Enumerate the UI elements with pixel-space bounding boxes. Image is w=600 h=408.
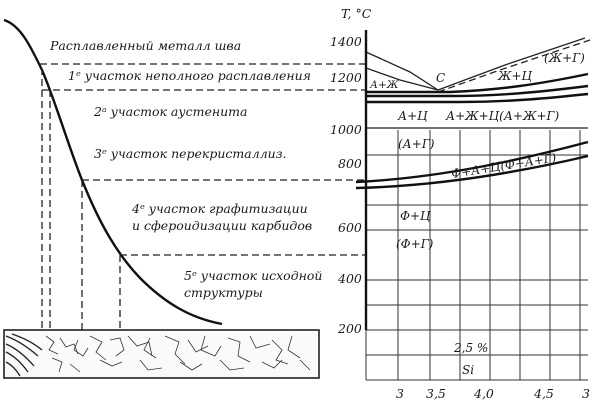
x-tick-3-end: 3 bbox=[582, 386, 590, 401]
eutectic-solid-line bbox=[366, 92, 589, 104]
eutectoid-upper bbox=[355, 140, 589, 184]
label-zone5-line1: 5ᵉ участок исходной bbox=[184, 268, 322, 283]
field-c-point: С bbox=[436, 71, 445, 85]
label-zone5-line2: структуры bbox=[184, 285, 263, 300]
grain-texture bbox=[45, 335, 311, 373]
x-tick-4-0: 4,0 bbox=[473, 386, 494, 401]
field-l-g: (Ж+Г) bbox=[544, 51, 585, 65]
base-metal-strip bbox=[3, 329, 320, 379]
y-tick-200: 200 bbox=[337, 321, 362, 336]
solidus-left bbox=[365, 67, 439, 91]
phase-grid bbox=[365, 30, 588, 381]
y-tick-400: 400 bbox=[337, 271, 362, 286]
y-tick-600: 600 bbox=[338, 220, 362, 235]
y-tick-1400: 1400 bbox=[330, 34, 362, 49]
y-tick-1200: 1200 bbox=[330, 70, 362, 85]
x-tick-3: 3 bbox=[396, 386, 404, 401]
field-a-c: А+Ц bbox=[397, 109, 428, 123]
field-f-g: (Ф+Г) bbox=[396, 237, 434, 251]
field-a-l: А+Ж bbox=[369, 79, 400, 91]
y-tick-800: 800 bbox=[338, 156, 362, 171]
fusion-texture bbox=[5, 333, 43, 377]
field-f-c: Ф+Ц bbox=[400, 209, 431, 223]
y-tick-1000: 1000 bbox=[330, 122, 362, 137]
x-tick-4-5: 4,5 bbox=[533, 386, 554, 401]
field-a-l-c: А+Ж+Ц(А+Ж+Г) bbox=[445, 109, 559, 123]
label-zone4-line2: и сфероидизации карбидов bbox=[132, 218, 312, 233]
field-l-c: Ж+Ц bbox=[497, 69, 533, 83]
field-si-percent: 2,5 % bbox=[453, 341, 488, 355]
liquidus-left bbox=[365, 51, 439, 91]
liquidus-right bbox=[437, 37, 586, 91]
field-a-g: (А+Г) bbox=[398, 137, 435, 151]
label-zone4-line1: 4ᵉ участок графитизации bbox=[131, 201, 308, 216]
eutectoid-lower bbox=[355, 154, 589, 190]
x-tick-3-5: 3,5 bbox=[426, 386, 446, 401]
axis-temperature-label: T, °C bbox=[341, 6, 372, 21]
label-zone3: 3ᵉ участок перекристаллиз. bbox=[94, 146, 287, 161]
graphite-liquidus-dashed bbox=[437, 39, 591, 93]
eutectic-lower bbox=[366, 84, 589, 98]
eutectic-upper bbox=[366, 72, 589, 94]
field-si: Si bbox=[462, 363, 474, 377]
label-molten: Расплавленный металл шва bbox=[49, 38, 241, 53]
label-zone1: 1ᵉ участок неполного расплавления bbox=[68, 68, 311, 83]
label-zone2: 2ᵃ участок аустенита bbox=[93, 104, 247, 119]
